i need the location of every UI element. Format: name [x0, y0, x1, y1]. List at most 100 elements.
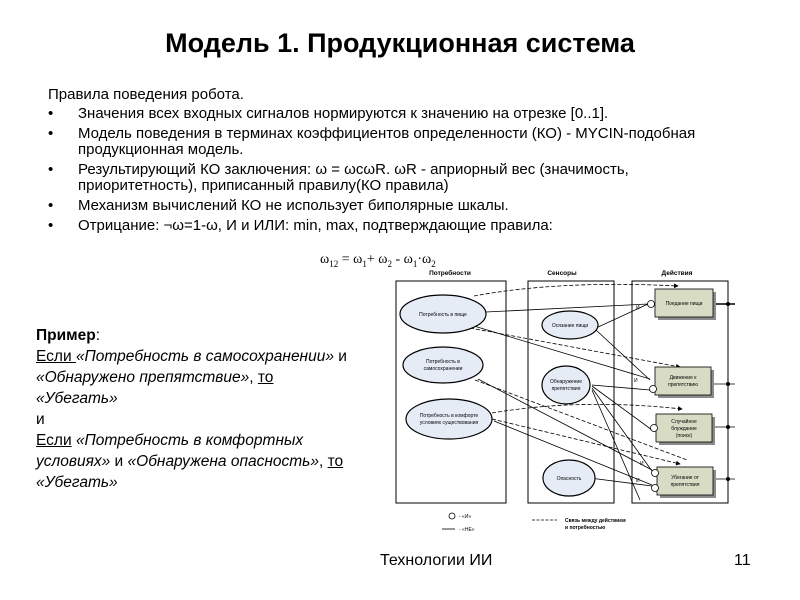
action-label: Поедание пищи	[666, 301, 703, 307]
result: «Убегать»	[36, 390, 118, 407]
legend-and-label: - «И»	[459, 514, 471, 520]
gate-label: И	[636, 305, 640, 311]
action-node: Убегание от препятствия	[656, 466, 716, 498]
action-label: блуждание	[671, 426, 697, 432]
need-node: Потребность в пище	[399, 294, 487, 334]
need-gate-link	[477, 378, 653, 471]
formula-part: + ω	[366, 252, 388, 267]
gate-label: И	[634, 378, 638, 384]
page-number: 11	[734, 552, 751, 569]
sensor-ellipse	[541, 310, 599, 340]
output-dot	[726, 477, 730, 481]
action-label: Случайное	[671, 418, 697, 425]
if-keyword: Если	[36, 348, 76, 365]
and-gate	[649, 385, 657, 393]
conjunction: и	[36, 411, 45, 428]
need-ellipse	[402, 346, 484, 384]
separator: ,	[249, 369, 258, 386]
need-action-link	[473, 283, 679, 297]
action-label: Убегание от	[671, 475, 700, 481]
legend-not-label: - «НЕ»	[459, 527, 475, 533]
action-box	[656, 466, 714, 496]
bullet-list: Значения всех входных сигналов нормируют…	[48, 106, 748, 238]
sensor-label: Осязание пищи	[552, 323, 589, 329]
sensor-label: Опасность	[557, 476, 582, 482]
sensor-gate-link	[595, 329, 651, 381]
if-keyword: Если	[36, 432, 72, 449]
need-action-link	[474, 379, 688, 461]
bullet-text: Механизм вычислений КО не использует бип…	[78, 197, 509, 214]
output-dot	[726, 382, 730, 386]
formula-sub: 2	[431, 258, 436, 269]
need-action-link	[469, 327, 681, 369]
bullet-text: Значения всех входных сигналов нормируют…	[78, 105, 609, 122]
formula-part: = ω	[338, 252, 363, 267]
action-box	[655, 413, 713, 443]
sensor-gate-link	[591, 384, 651, 391]
sensor-gate-link	[591, 389, 641, 501]
bullet-item: Значения всех входных сигналов нормируют…	[48, 105, 748, 123]
separator: ,	[318, 453, 328, 470]
need-label: Потребность в пище	[419, 312, 467, 318]
action-box	[654, 288, 714, 318]
sensor-node: Осязание пищи	[541, 310, 599, 340]
need-ellipse	[399, 294, 487, 334]
formula-sub: 2	[387, 258, 392, 269]
need-node: Потребность в комфорте условиях существо…	[405, 398, 493, 440]
bullet-item: Модель поведения в терминах коэффициенто…	[48, 126, 748, 158]
result: «Убегать»	[36, 474, 118, 491]
formula-part: ·ω	[417, 252, 432, 267]
sensor-node: Опасность	[542, 459, 596, 497]
connection-lines	[469, 283, 735, 501]
and-gate	[651, 469, 659, 477]
conjunction: и	[110, 453, 128, 470]
bullet-item: Отрицание: ¬ω=1-ω, И и ИЛИ: min, max, по…	[48, 217, 748, 235]
example-header: Пример	[36, 327, 96, 344]
sensor-label: препятствия	[552, 386, 581, 392]
formula-sub: 12	[329, 258, 339, 269]
bullet-text: Отрицание: ¬ω=1-ω, И и ИЛИ: min, max, по…	[78, 217, 553, 234]
need-label: Потребность в комфорте	[420, 413, 479, 419]
action-label: препятствия	[671, 482, 700, 488]
need-label: условиях существования	[420, 420, 479, 426]
footer-title: Технологии ИИ	[380, 552, 493, 569]
gate-label: И	[636, 478, 640, 484]
bullet-item: Механизм вычислений КО не использует бип…	[48, 197, 748, 215]
sensor-node: Обнаружение препятствия	[541, 365, 591, 405]
need-gate-link	[473, 325, 651, 380]
bullet-text: Модель поведения в терминах коэффициенто…	[78, 125, 696, 158]
output-dot	[726, 302, 730, 306]
need-action-link	[491, 418, 681, 466]
need-label: Потребность в	[426, 359, 460, 365]
intro-text: Правила поведения робота.	[48, 86, 244, 103]
need-node: Потребность в самосохранении	[402, 346, 484, 384]
actions-column-frame	[631, 280, 729, 504]
action-label: препятствию	[668, 382, 698, 388]
need-action-link	[491, 403, 683, 414]
sensor-ellipse	[541, 365, 591, 405]
condition: «Обнаружена опасность»	[127, 453, 319, 470]
legend-link-label: и потребностью	[565, 524, 606, 531]
formula-part: ω	[320, 252, 330, 267]
and-gates	[647, 300, 659, 492]
condition: «Потребность в комфортных условиях»	[36, 432, 304, 470]
formula-part: - ω	[391, 252, 413, 267]
sensor-gate-link	[595, 303, 649, 329]
conjunction: и	[333, 348, 347, 365]
output-dot	[726, 425, 730, 429]
condition: «Потребность в самосохранении»	[75, 348, 334, 365]
action-node: Движение к препятствию	[654, 366, 714, 398]
need-gate-link	[493, 420, 653, 486]
gate-label: И	[640, 461, 644, 467]
action-label: (поиск)	[676, 433, 693, 439]
then-keyword: то	[257, 369, 274, 386]
legend-and-symbol	[448, 512, 456, 520]
example-colon: :	[95, 327, 101, 344]
action-box	[654, 366, 712, 396]
sensor-gate-link	[591, 387, 653, 472]
sensors-column-frame	[527, 280, 615, 504]
need-ellipse	[405, 398, 493, 440]
column-header-actions: Действия	[662, 269, 693, 277]
sensor-label: Обнаружение	[550, 379, 582, 385]
